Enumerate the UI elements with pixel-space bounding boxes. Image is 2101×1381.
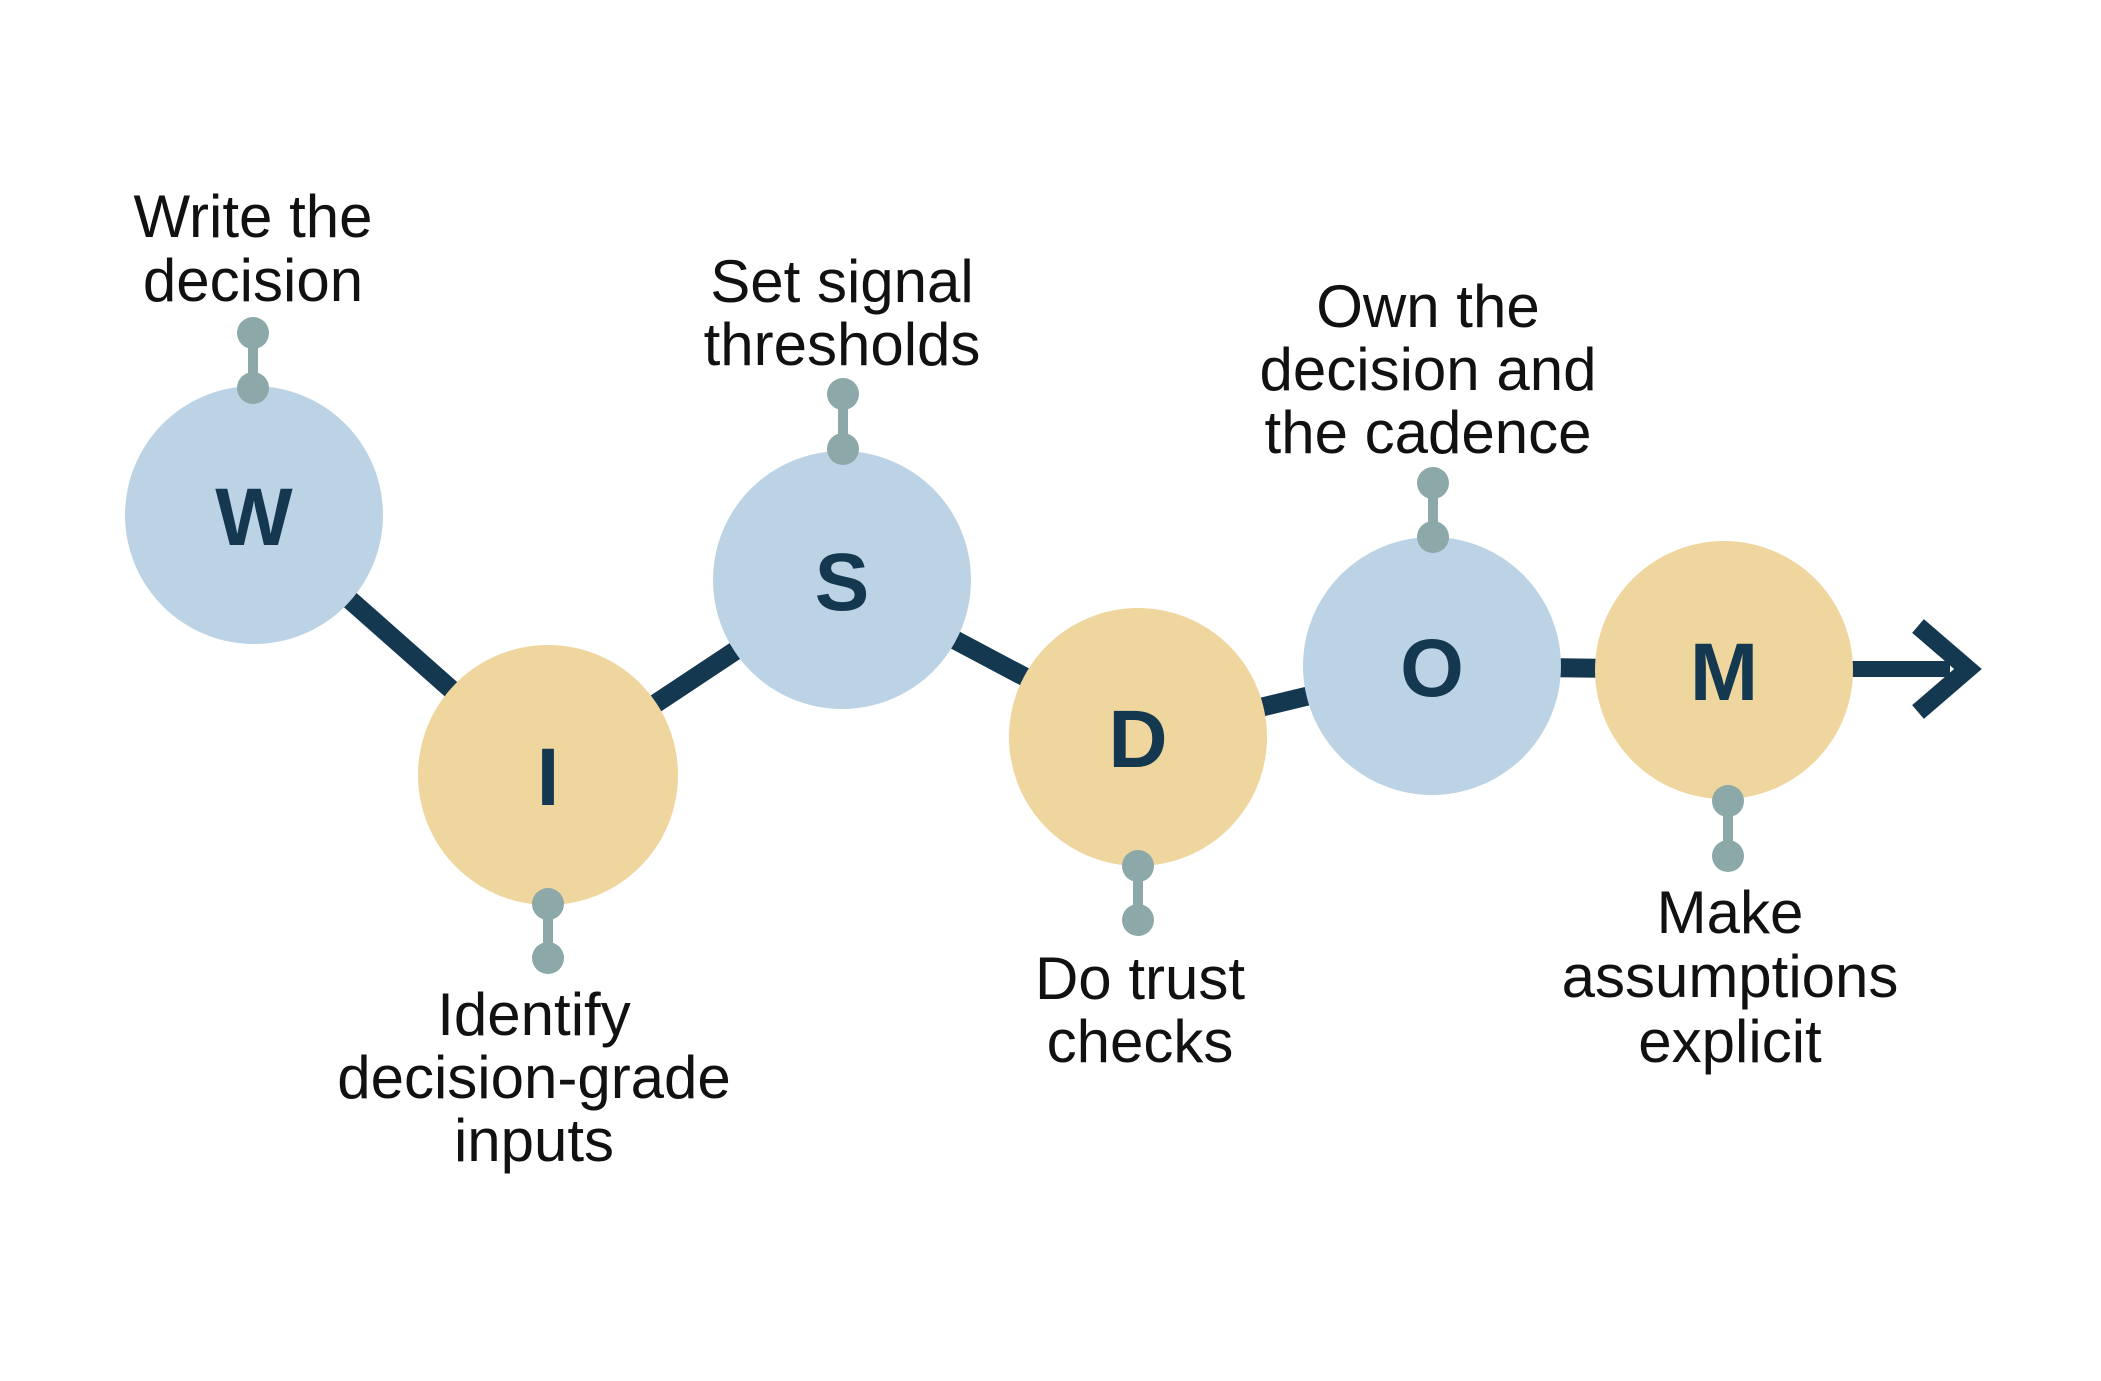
step-circle-d bbox=[1009, 608, 1267, 866]
label-line: assumptions bbox=[1562, 943, 1899, 1010]
label-line: the cadence bbox=[1265, 399, 1592, 466]
label-line: decision-grade bbox=[337, 1044, 731, 1111]
step-letter-d: D bbox=[1108, 694, 1167, 785]
step-letter-s: S bbox=[815, 537, 870, 628]
step-w: W Write the decision bbox=[125, 183, 383, 644]
pin-dot bbox=[237, 317, 269, 349]
step-label-o: Own the decision and the cadence bbox=[1260, 273, 1597, 466]
pin-dot bbox=[532, 942, 564, 974]
label-line: Set signal bbox=[710, 248, 974, 315]
step-label-s: Set signal thresholds bbox=[704, 248, 981, 378]
step-label-m: Make assumptions explicit bbox=[1562, 879, 1899, 1075]
pin-dot bbox=[1417, 521, 1449, 553]
label-line: decision and bbox=[1260, 336, 1597, 403]
label-line: decision bbox=[143, 247, 363, 314]
step-circle-s bbox=[713, 451, 971, 709]
label-pin-d bbox=[1122, 850, 1154, 936]
step-circle-w bbox=[125, 386, 383, 644]
pin-dot bbox=[1712, 840, 1744, 872]
label-line: Identify bbox=[437, 981, 630, 1048]
pin-dot bbox=[1417, 467, 1449, 499]
label-line: explicit bbox=[1638, 1008, 1822, 1075]
label-line: checks bbox=[1047, 1008, 1234, 1075]
step-label-i: Identify decision-grade inputs bbox=[337, 981, 731, 1174]
step-o: O Own the decision and the cadence bbox=[1260, 273, 1597, 795]
pin-dot bbox=[827, 433, 859, 465]
arrow-head bbox=[1912, 619, 1982, 719]
step-i: I Identify decision-grade inputs bbox=[337, 645, 731, 1174]
label-line: thresholds bbox=[704, 311, 981, 378]
step-label-d: Do trust checks bbox=[1035, 945, 1245, 1075]
step-letter-m: M bbox=[1690, 627, 1758, 718]
label-line: Own the bbox=[1316, 273, 1539, 340]
step-circle-m bbox=[1595, 541, 1853, 799]
step-circle-i bbox=[418, 645, 678, 905]
label-pin-m bbox=[1712, 785, 1744, 872]
step-letter-o: O bbox=[1400, 623, 1464, 714]
pin-dot bbox=[237, 372, 269, 404]
step-m: M Make assumptions explicit bbox=[1562, 541, 1899, 1075]
pin-dot bbox=[532, 888, 564, 920]
label-line: Make bbox=[1657, 879, 1804, 946]
label-pin-w bbox=[237, 317, 269, 404]
pin-dot bbox=[1122, 850, 1154, 882]
label-pin-s bbox=[827, 378, 859, 465]
step-s: S Set signal thresholds bbox=[704, 248, 981, 709]
label-line: Write the bbox=[134, 183, 373, 250]
label-line: Do trust bbox=[1035, 945, 1245, 1012]
step-letter-w: W bbox=[215, 472, 293, 563]
step-letter-i: I bbox=[537, 732, 560, 823]
pin-dot bbox=[827, 378, 859, 410]
step-d: D Do trust checks bbox=[1009, 608, 1267, 1075]
pin-dot bbox=[1712, 785, 1744, 817]
step-label-w: Write the decision bbox=[134, 183, 373, 314]
label-pin-i bbox=[532, 888, 564, 974]
label-line: inputs bbox=[454, 1107, 614, 1174]
label-pin-o bbox=[1417, 467, 1449, 553]
pin-dot bbox=[1122, 904, 1154, 936]
step-circle-o bbox=[1303, 537, 1561, 795]
